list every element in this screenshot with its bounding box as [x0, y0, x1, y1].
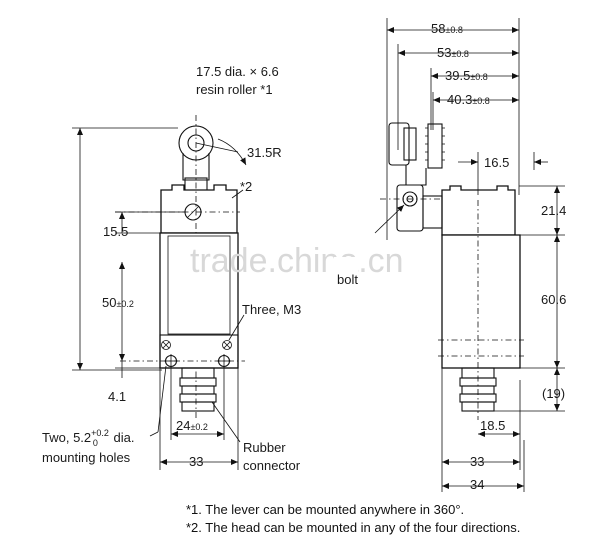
side-head: [441, 185, 516, 236]
dim-4-1: 4.1: [108, 389, 126, 404]
watermark: trade.china.cn: [190, 242, 404, 280]
radius-label: 31.5R: [247, 145, 282, 160]
screw-icons: [161, 340, 232, 350]
front-view: [72, 115, 247, 470]
bolt-label: bolt: [337, 272, 358, 287]
side-view: [374, 18, 565, 492]
dim-39-5: 39.5±0.8: [445, 68, 488, 83]
dim-18-5: 18.5: [480, 418, 505, 433]
dim-58: 58±0.8: [431, 21, 463, 36]
head-note-mark: *2: [240, 179, 252, 194]
rubber-label: Rubber: [243, 440, 286, 455]
holes-label-2: mounting holes: [42, 450, 131, 465]
side-labels: 58±0.8 53±0.8 39.5±0.8 40.3±0.8 16.5 21.…: [337, 21, 566, 492]
dim-24: 24±0.2: [176, 418, 208, 433]
dim-33-side: 33: [470, 454, 484, 469]
front-body: [159, 232, 239, 369]
dim-34: 34: [470, 477, 484, 492]
front-head: [160, 184, 238, 234]
connector-label: connector: [243, 458, 301, 473]
note-1: *1. The lever can be mounted anywhere in…: [186, 502, 464, 517]
front-labels: 17.5 dia. × 6.6 resin roller *1 31.5R *2…: [42, 64, 301, 473]
dim-53: 53±0.8: [437, 45, 469, 60]
rubber-connector: [179, 367, 217, 412]
dim-16-5: 16.5: [484, 155, 509, 170]
dim-50: 50±0.2: [102, 295, 134, 310]
dim-19: (19): [542, 386, 565, 401]
dim-40-3: 40.3±0.8: [447, 92, 490, 107]
dim-33-front: 33: [189, 454, 203, 469]
three-m3-label: Three, M3: [242, 302, 301, 317]
note-2: *2. The head can be mounted in any of th…: [186, 520, 520, 535]
roller-label-2: resin roller *1: [196, 82, 273, 97]
dim-60-6: 60.6: [541, 292, 566, 307]
side-body: [441, 234, 521, 369]
roller-label: 17.5 dia. × 6.6: [196, 64, 279, 79]
dim-21-4: 21.4: [541, 203, 566, 218]
footnotes: *1. The lever can be mounted anywhere in…: [186, 502, 520, 535]
dim-15-5: 15.5: [103, 224, 128, 239]
